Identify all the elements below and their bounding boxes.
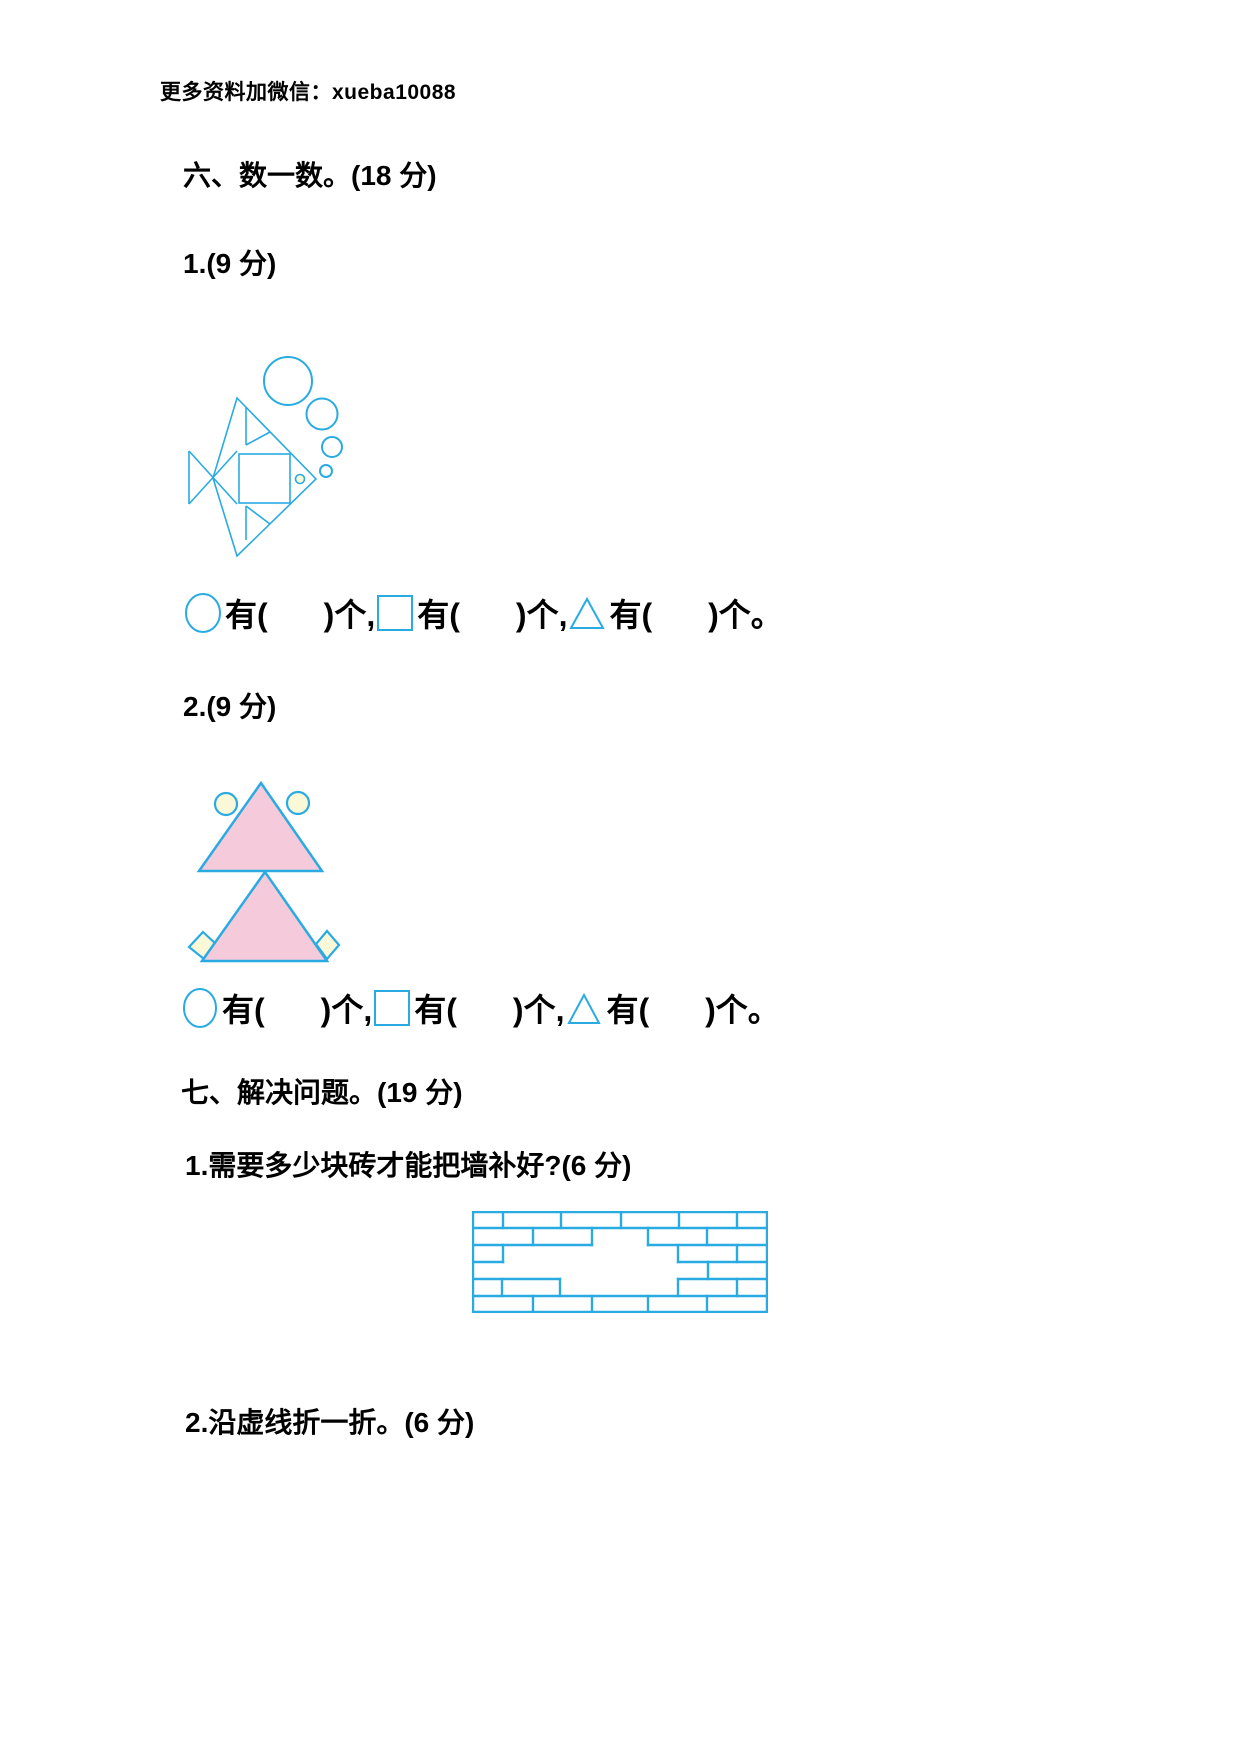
section-seven-title: 七、解决问题。(19 分) (181, 1077, 463, 1108)
answer-blank (460, 613, 516, 614)
count-text: 有( (417, 597, 460, 633)
brick-wall-figure (472, 1211, 768, 1313)
count-text: )个, (512, 992, 565, 1028)
count-text: 有( (609, 597, 653, 633)
top-triangle (196, 780, 325, 873)
answer-blank (268, 613, 324, 614)
count-text: )个。 (708, 597, 783, 633)
count-row-1: 有( )个, 有( )个, 有( )个。 (183, 590, 783, 636)
count-text: 有( (222, 992, 265, 1028)
fish-bottom-fin (245, 505, 271, 540)
count-row-2: 有( )个, 有( )个, 有( )个。 (180, 985, 780, 1031)
triangle-shape-icon (567, 992, 602, 1024)
section-six-q1-label: 1.(9 分) (183, 248, 277, 279)
triangle-pattern-figure (187, 780, 341, 963)
count-text: )个。 (705, 992, 780, 1028)
answer-blank (265, 1008, 321, 1009)
square-shape-icon (377, 595, 414, 631)
section-seven-q2-label: 2.沿虚线折一折。(6 分) (185, 1407, 475, 1438)
fish-figure (188, 356, 343, 558)
count-text: )个, (515, 597, 568, 633)
answer-blank (457, 1008, 513, 1009)
fish-square (238, 453, 291, 504)
count-text: 有( (414, 992, 457, 1028)
bubble-circle (305, 397, 339, 431)
left-ear-circle (213, 791, 239, 817)
bottom-triangle (199, 869, 330, 963)
section-six-title: 六、数一数。(18 分) (183, 160, 437, 191)
count-text: )个, (320, 992, 373, 1028)
fish-top-fin (245, 407, 271, 446)
circle-shape-icon (185, 593, 221, 633)
wall-bricks (472, 1211, 768, 1313)
bubble-circle (319, 464, 333, 478)
right-ear-circle (285, 790, 311, 816)
count-text: 有( (606, 992, 650, 1028)
circle-shape-icon (183, 988, 217, 1028)
fish-tail (188, 450, 238, 505)
section-six-q2-label: 2.(9 分) (183, 691, 277, 722)
square-shape-icon (374, 990, 411, 1026)
section-seven-q1-label: 1.需要多少块砖才能把墙补好?(6 分) (185, 1150, 632, 1181)
triangle-shape-icon (569, 596, 606, 629)
bubble-circle (263, 356, 313, 406)
fish-eye (294, 473, 306, 485)
count-text: )个, (323, 597, 376, 633)
answer-blank (649, 1008, 705, 1009)
watermark-text: 更多资料加微信：xueba10088 (160, 81, 457, 104)
count-text: 有( (225, 597, 268, 633)
fish-body-diamond (212, 396, 318, 558)
answer-blank (652, 613, 708, 614)
bubble-circle (321, 436, 343, 458)
